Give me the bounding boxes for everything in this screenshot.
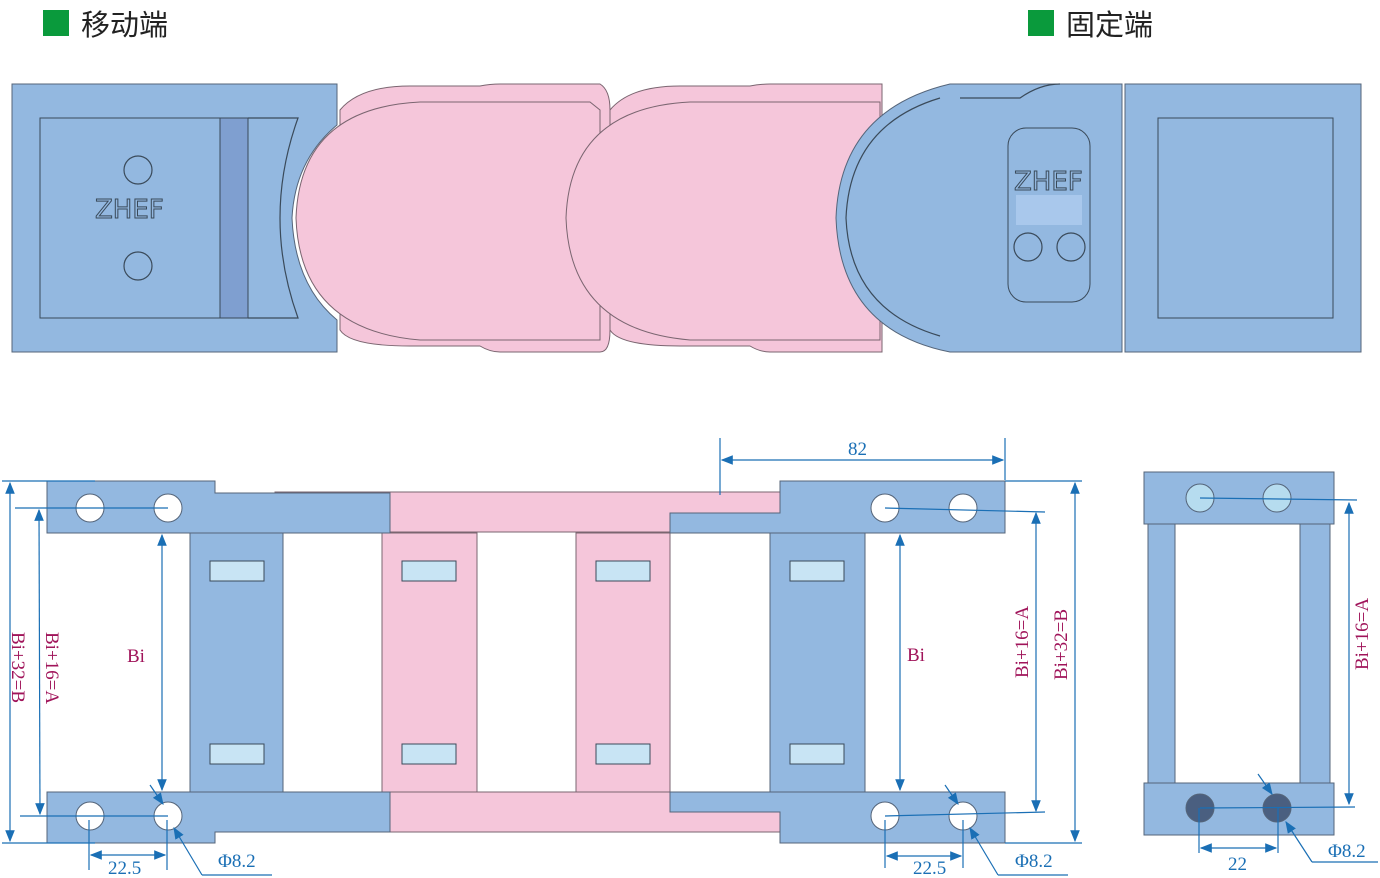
link-2-body	[565, 101, 881, 341]
bracket-rib	[219, 117, 249, 319]
outer-width-b-label: Bi+32=B	[1051, 609, 1072, 680]
hole-spacing-label: 22.5	[108, 858, 141, 878]
brand-logo: ZHEF	[95, 195, 164, 225]
hole-icon	[123, 251, 153, 281]
inner-width-label: Bi	[127, 646, 145, 667]
width-a-label: Bi+16=A	[1012, 606, 1033, 678]
hole-icon	[1056, 232, 1086, 262]
outer-width-b-label: Bi+32=B	[7, 632, 28, 703]
pitch-label: 82	[848, 439, 867, 460]
legend-label: 固定端	[1066, 8, 1154, 42]
front-view	[46, 480, 1006, 844]
link-1-body	[295, 101, 601, 341]
hole-icon	[1013, 232, 1043, 262]
green-square-icon	[43, 10, 69, 36]
hole-diameter-label: Φ8.2	[1328, 841, 1366, 862]
label-plate	[1007, 127, 1091, 303]
hole-spacing-label: 22	[1228, 854, 1247, 875]
green-square-icon	[1028, 10, 1054, 36]
plate-window	[1157, 117, 1334, 319]
side-bottom-bar	[1143, 782, 1335, 836]
top-view: ZHEF ZHEF	[11, 83, 1362, 353]
brand-logo: ZHEF	[1014, 167, 1083, 197]
plate-highlight	[1016, 195, 1082, 225]
side-post	[1299, 523, 1331, 784]
fixed-end-rail-bottom	[669, 791, 1006, 844]
moving-end-rail-top	[46, 480, 391, 534]
hole-spacing-label: 22.5	[913, 858, 946, 878]
side-post	[1147, 523, 1176, 784]
width-a-label: Bi+16=A	[41, 632, 62, 704]
width-a-label: Bi+16=A	[1352, 598, 1373, 670]
legend-fixed-end: 固定端	[1028, 2, 1153, 44]
dimension-lines	[2, 438, 1378, 876]
fixed-end-bracket	[835, 83, 1123, 353]
hole-diameter-label: Φ8.2	[218, 851, 256, 872]
hole-diameter-label: Φ8.2	[1015, 851, 1053, 872]
hole-icon	[123, 155, 153, 185]
side-view	[1143, 471, 1335, 836]
moving-end-bracket	[11, 83, 338, 353]
fixed-end-plate	[1124, 83, 1362, 353]
legend-label: 移动端	[81, 8, 169, 42]
inner-width-label: Bi	[907, 645, 925, 666]
legend-moving-end: 移动端	[43, 2, 168, 44]
